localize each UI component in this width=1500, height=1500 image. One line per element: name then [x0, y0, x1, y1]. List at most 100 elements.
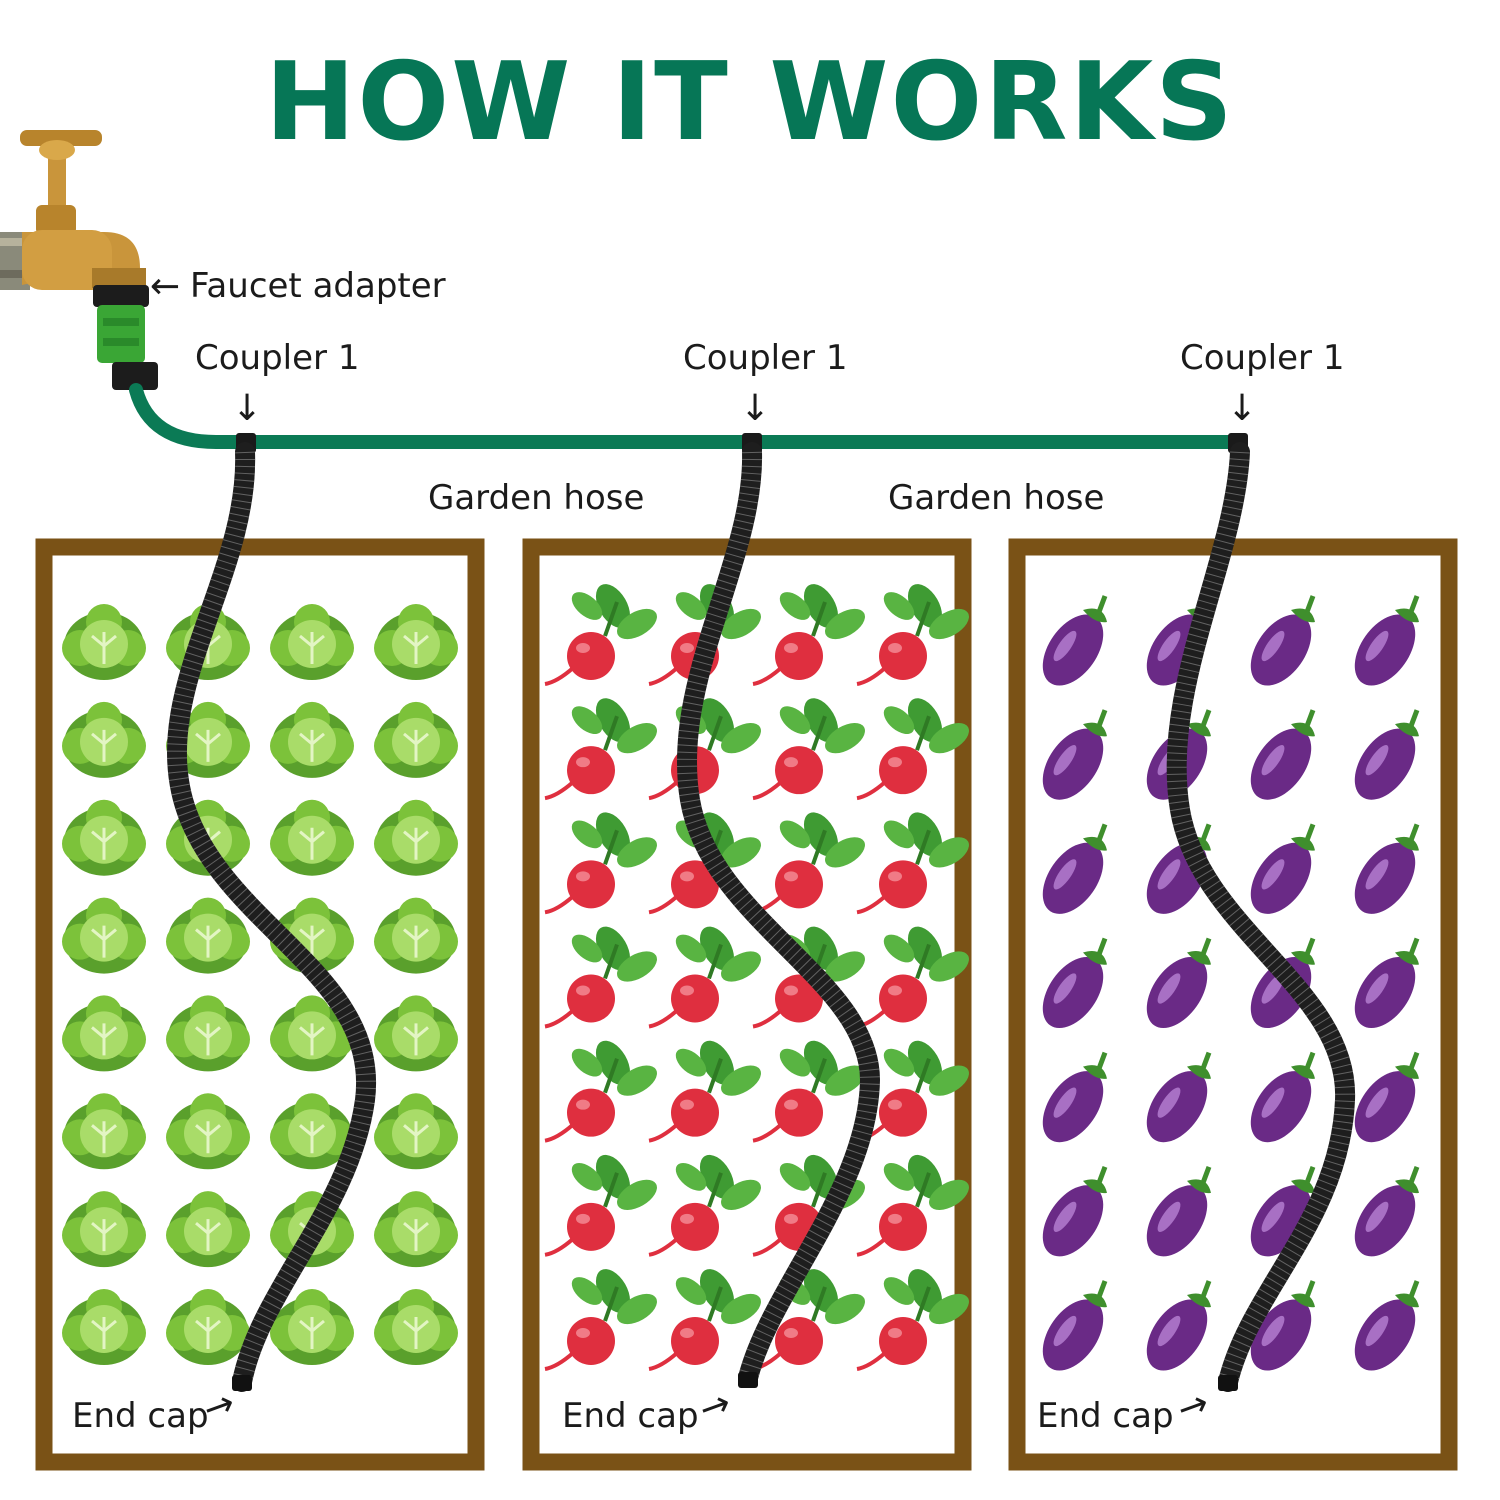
eggplant-icon — [1042, 595, 1108, 686]
radish-icon — [544, 812, 657, 915]
radish-icon — [648, 1154, 761, 1257]
eggplant-icon — [1146, 937, 1212, 1029]
cabbage-icon — [374, 897, 458, 974]
coupler-label-3: Coupler 1 — [1180, 338, 1345, 378]
radish-icon — [752, 812, 865, 915]
cabbage-icon — [166, 1093, 250, 1170]
soaker-hose-3 — [1166, 442, 1356, 1392]
radish-icon — [752, 584, 865, 686]
cabbage-icon — [374, 1191, 458, 1268]
cabbage-icon — [374, 995, 458, 1072]
end-cap-1-icon — [232, 1375, 252, 1391]
radish-icon — [544, 1154, 657, 1257]
cabbage-icon — [374, 701, 458, 778]
eggplant-icon — [1042, 1165, 1108, 1257]
eggplant-icon — [1250, 823, 1316, 914]
radish-icon — [752, 698, 865, 801]
cabbage-icon — [62, 799, 146, 876]
garden-bed-2 — [522, 538, 972, 1471]
soaker-hose-2 — [676, 442, 881, 1388]
garden-hose-label-1: Garden hose — [428, 478, 645, 518]
soaker-hoses — [166, 442, 1356, 1392]
coupler-label-2: Coupler 1 — [683, 338, 848, 378]
end-cap-label-1: End cap — [72, 1396, 209, 1436]
radish-icon — [544, 584, 657, 686]
cabbage-icon — [374, 799, 458, 876]
cabbage-icon — [270, 1289, 354, 1365]
eggplant-icon — [1250, 1051, 1316, 1143]
radish-icon — [648, 926, 761, 1029]
cabbage-icon — [374, 1289, 458, 1365]
eggplant-icon — [1354, 595, 1420, 686]
radish-icon — [544, 698, 657, 801]
arrow-down-icon: ↓ — [740, 388, 771, 429]
arrow-down-icon: ↓ — [1227, 388, 1258, 429]
arrow-left-icon: ← — [150, 266, 181, 307]
cabbage-icon — [62, 604, 146, 680]
cabbage-icon — [62, 1191, 146, 1268]
arrow-down-icon: ↓ — [232, 388, 263, 429]
garden-bed-3 — [1008, 538, 1458, 1471]
radish-icon — [856, 812, 969, 915]
radish-icon — [856, 926, 969, 1029]
cabbage-plants — [62, 604, 458, 1365]
cabbage-icon — [166, 897, 250, 974]
eggplant-icon — [1042, 937, 1108, 1029]
eggplant-icon — [1354, 1280, 1420, 1371]
garden-hose-label-2: Garden hose — [888, 478, 1105, 518]
eggplant-icon — [1354, 1165, 1420, 1257]
cabbage-icon — [62, 897, 146, 974]
faucet-icon — [0, 130, 146, 290]
page-title: HOW IT WORKS — [265, 40, 1235, 165]
eggplant-icon — [1042, 1280, 1108, 1371]
radish-icon — [856, 1269, 969, 1371]
cabbage-icon — [270, 604, 354, 680]
garden-hose — [129, 383, 1247, 449]
cabbage-icon — [374, 1093, 458, 1170]
radish-icon — [856, 698, 969, 801]
eggplant-icon — [1042, 709, 1108, 800]
eggplant-icon — [1354, 1051, 1420, 1143]
cabbage-icon — [166, 1289, 250, 1365]
faucet-adapter-icon — [93, 285, 158, 390]
radish-icon — [752, 1040, 865, 1143]
eggplant-icon — [1146, 1051, 1212, 1143]
cabbage-icon — [270, 701, 354, 778]
eggplant-icon — [1146, 1165, 1212, 1257]
eggplant-icon — [1250, 1280, 1316, 1371]
cabbage-icon — [62, 1289, 146, 1365]
radish-icon — [544, 1269, 657, 1371]
cabbage-icon — [62, 995, 146, 1072]
radish-icon — [856, 584, 969, 686]
eggplant-icon — [1354, 823, 1420, 914]
radish-icon — [544, 1040, 657, 1143]
cabbage-icon — [270, 799, 354, 876]
cabbage-icon — [374, 604, 458, 680]
cabbage-icon — [166, 1191, 250, 1268]
cabbage-icon — [62, 1093, 146, 1170]
cabbage-icon — [62, 701, 146, 778]
cabbage-icon — [166, 995, 250, 1072]
radish-icon — [856, 1154, 969, 1257]
end-cap-2-icon — [738, 1372, 758, 1388]
end-cap-label-3: End cap — [1037, 1396, 1174, 1436]
eggplant-icon — [1250, 595, 1316, 686]
radish-icon — [648, 1269, 761, 1371]
radish-icon — [544, 926, 657, 1029]
garden-bed-1 — [35, 538, 485, 1471]
end-cap-label-2: End cap — [562, 1396, 699, 1436]
eggplant-icon — [1042, 1051, 1108, 1143]
radish-icon — [752, 1269, 865, 1371]
coupler-label-1: Coupler 1 — [195, 338, 360, 378]
eggplant-icon — [1250, 709, 1316, 800]
end-cap-3-icon — [1218, 1375, 1238, 1391]
eggplant-icon — [1146, 1280, 1212, 1371]
radish-icon — [648, 1040, 761, 1143]
eggplant-icon — [1354, 937, 1420, 1029]
eggplant-icon — [1042, 823, 1108, 914]
faucet-adapter-label: Faucet adapter — [190, 266, 446, 306]
eggplant-icon — [1354, 709, 1420, 800]
soaker-hose-1 — [166, 442, 377, 1392]
